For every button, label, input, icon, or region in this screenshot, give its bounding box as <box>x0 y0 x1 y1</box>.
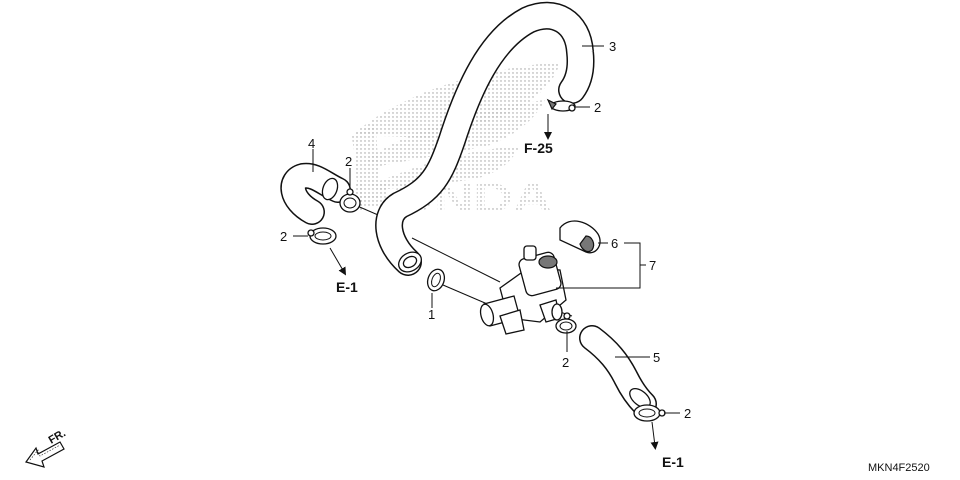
callout-5: 5 <box>653 350 660 365</box>
hose-band-part-1 <box>426 268 446 292</box>
hose-clip-bottom <box>633 404 666 422</box>
reference-f25: F-25 <box>524 140 553 156</box>
reference-e1-left: E-1 <box>336 279 358 295</box>
callout-7: 7 <box>649 258 656 273</box>
callout-2-lower-left: 2 <box>280 229 287 244</box>
elbow-hose-part-4 <box>280 162 351 225</box>
callout-3: 3 <box>609 39 616 54</box>
callout-2-mid-left: 2 <box>345 154 352 169</box>
front-direction-arrow: FR. <box>25 427 68 468</box>
callout-1: 1 <box>428 307 435 322</box>
hose-clip-valve <box>555 312 577 334</box>
hose-clip-mid-left <box>339 188 361 213</box>
valve-cover-part-6 <box>559 220 601 254</box>
reference-e1-bottom: E-1 <box>662 454 684 470</box>
callout-4: 4 <box>308 136 315 151</box>
diagram-code: MKN4F2520 <box>868 462 930 474</box>
leader-lines <box>293 45 680 450</box>
lower-hose-part-5 <box>579 325 657 417</box>
callout-6: 6 <box>611 236 618 251</box>
callout-2-bottom: 2 <box>684 406 691 421</box>
hose-clip-upper <box>546 98 576 112</box>
callout-2-valve: 2 <box>562 355 569 370</box>
air-injection-valve-part-7 <box>479 245 567 335</box>
callout-2-upper: 2 <box>594 100 601 115</box>
hose-clip-lower-left <box>307 227 337 245</box>
air-hose-part-3 <box>375 1 595 276</box>
front-label: FR. <box>47 427 68 446</box>
